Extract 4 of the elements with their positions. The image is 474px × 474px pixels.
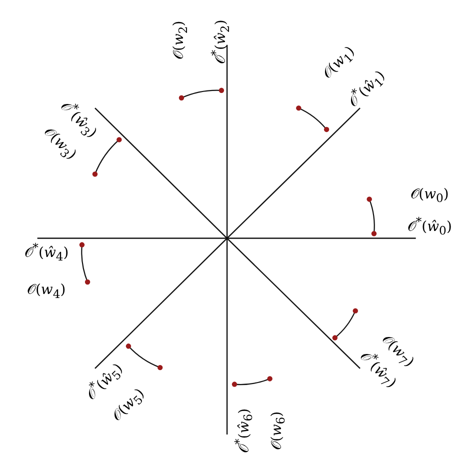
math-label: 𝒪$^{*}$(ŵ$_{0}$)	[407, 215, 452, 238]
math-label: 𝒪$^{*}$(ŵ$_{4}$)	[24, 241, 69, 264]
math-label: 𝒪(w$_{4}$)	[27, 282, 66, 300]
math-label: 𝒪(w$_{0}$)	[410, 186, 449, 205]
